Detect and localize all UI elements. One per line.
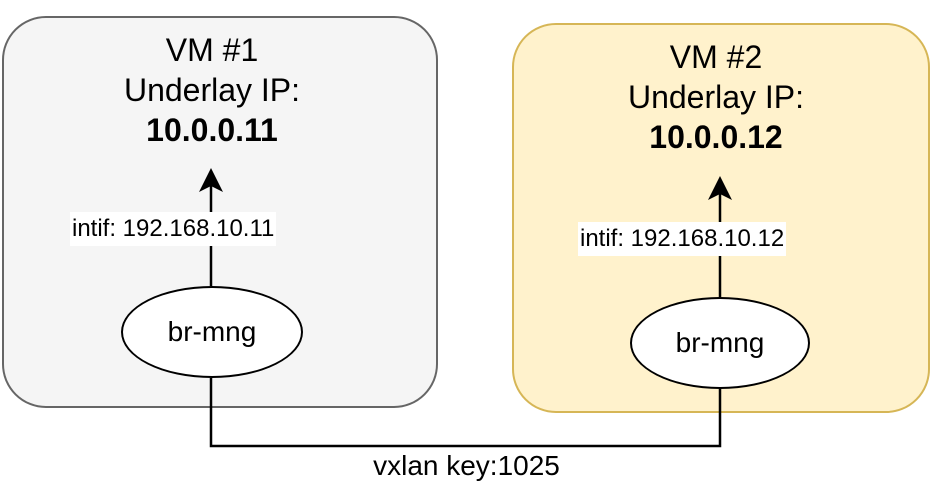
vm1-bridge-node: br-mng	[121, 286, 303, 378]
vm2-bridge-label: br-mng	[675, 327, 765, 358]
vm1-title: VM #1 Underlay IP: 10.0.0.11	[62, 30, 362, 150]
vm1-name: VM #1	[165, 32, 259, 68]
vm2-arrowhead	[708, 176, 732, 200]
vxlan-tunnel-label: vxlan key:1025	[369, 450, 564, 481]
vm1-arrowhead	[199, 168, 223, 192]
vm1-interface-label: intif: 192.168.10.11	[70, 212, 277, 246]
vm2-interface-label: intif: 192.168.10.12	[578, 222, 787, 256]
vm2-bridge-node: br-mng	[630, 297, 810, 389]
vm1-bridge-label: br-mng	[167, 316, 257, 347]
vm1-underlay-label: Underlay IP:	[123, 72, 301, 108]
vm1-underlay-ip: 10.0.0.11	[146, 112, 278, 148]
vm2-underlay-ip: 10.0.0.12	[649, 119, 783, 155]
vm2-underlay-label: Underlay IP:	[627, 79, 805, 115]
vm2-name: VM #2	[669, 39, 763, 75]
vxlan-tunnel-line	[209, 378, 722, 448]
vxlan-tunnel-label-container: vxlan key:1025	[0, 448, 933, 484]
vm2-title: VM #2 Underlay IP: 10.0.0.12	[566, 37, 866, 157]
